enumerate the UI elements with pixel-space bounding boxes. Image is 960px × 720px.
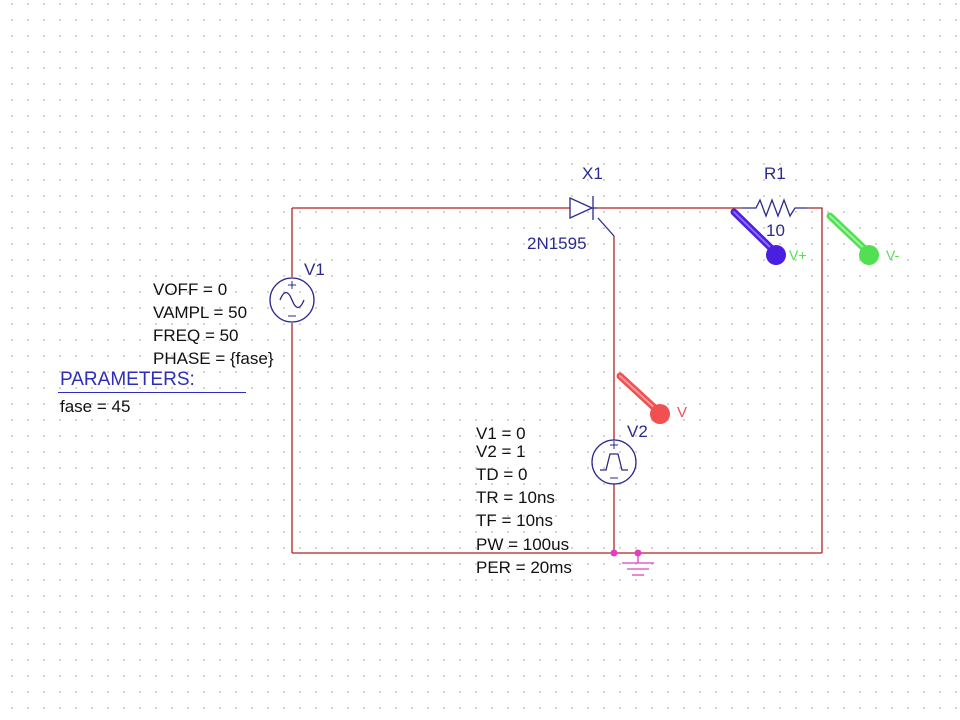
wire-top-right[interactable]	[807, 207, 823, 553]
v1-param-phase[interactable]: PHASE = {fase}	[153, 349, 274, 368]
v2-param-tr[interactable]: TR = 10ns	[476, 488, 555, 507]
parameters-title[interactable]: PARAMETERS:	[60, 369, 195, 390]
x1-reference-label[interactable]: X1	[582, 164, 603, 183]
wires	[291, 207, 823, 554]
v2-param-tf[interactable]: TF = 10ns	[476, 511, 554, 530]
v1-source-symbol[interactable]	[269, 277, 315, 323]
v1-param-vampl[interactable]: VAMPL = 50	[153, 303, 248, 322]
v2-source-symbol[interactable]	[591, 439, 637, 485]
x1-part-label[interactable]: 2N1595	[527, 234, 587, 253]
probe-voltage-label: V	[677, 404, 688, 421]
r1-reference-label[interactable]: R1	[764, 164, 786, 183]
v2-reference-label[interactable]: V2	[627, 422, 648, 441]
probe-v-minus[interactable]	[826, 212, 879, 265]
probe-v-plus[interactable]	[730, 208, 786, 265]
junction-dots	[610, 549, 642, 557]
junction-dot	[634, 549, 642, 557]
x1-thyristor-symbol[interactable]	[569, 196, 615, 237]
v2-param-v1[interactable]: V1 = 0	[476, 424, 526, 443]
probe-v-minus-label: V-	[886, 247, 900, 263]
v2-param-pw[interactable]: PW = 100us	[476, 535, 570, 554]
junction-dot	[610, 549, 618, 557]
parameters-divider	[58, 392, 246, 393]
v2-param-v2[interactable]: V2 = 1	[476, 442, 526, 461]
v1-param-voff[interactable]: VOFF = 0	[153, 280, 228, 299]
r1-resistor-symbol[interactable]	[742, 198, 807, 218]
v2-param-td[interactable]: TD = 0	[476, 465, 528, 484]
probe-voltage[interactable]	[616, 372, 670, 424]
parameter-entry-fase[interactable]: fase = 45	[60, 397, 131, 416]
v1-param-freq[interactable]: FREQ = 50	[153, 326, 239, 345]
r1-value-label[interactable]: 10	[766, 221, 785, 240]
v2-param-per[interactable]: PER = 20ms	[476, 558, 572, 577]
probe-v-plus-label: V+	[789, 247, 807, 263]
v1-reference-label[interactable]: V1	[304, 260, 325, 279]
